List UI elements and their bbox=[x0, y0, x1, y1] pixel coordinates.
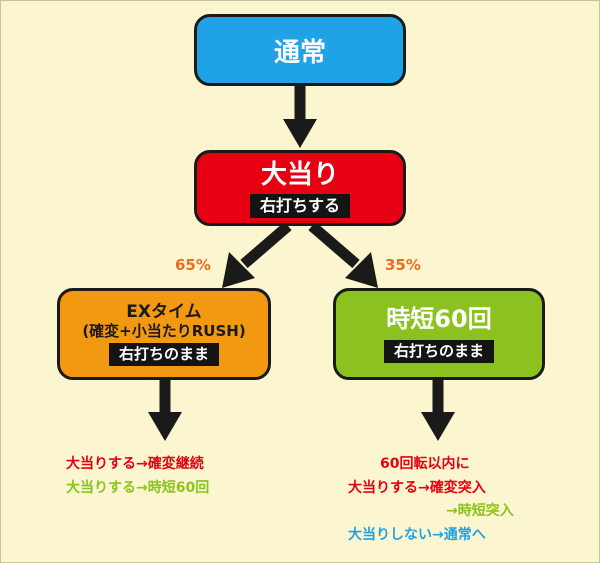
node-jackpot: 大当り 右打ちする bbox=[194, 150, 406, 226]
percent-left: 65% bbox=[175, 256, 211, 274]
node-jitan: 時短60回 右打ちのまま bbox=[333, 288, 545, 380]
ex-outcome-jitan: 大当りする→時短60回 bbox=[66, 480, 210, 496]
node-normal: 通常 bbox=[194, 14, 406, 86]
node-ex-line1: EXタイム bbox=[126, 301, 202, 322]
arrowhead-jitan-outcomes bbox=[421, 412, 455, 441]
node-ex-tag: 右打ちのまま bbox=[108, 343, 219, 367]
arrowhead-normal-to-jackpot bbox=[283, 119, 317, 148]
node-jackpot-tag: 右打ちする bbox=[249, 193, 350, 218]
ex-outcome-continue: 大当りする→確変継続 bbox=[66, 456, 204, 472]
jitan-outcome-jitan: →時短突入 bbox=[446, 503, 514, 519]
jitan-outcome-normal: 大当りしない→通常へ bbox=[348, 527, 486, 543]
arrowhead-jackpot-to-ex bbox=[222, 252, 255, 288]
arrow-jackpot-to-ex bbox=[240, 221, 292, 269]
node-jitan-tag: 右打ちのまま bbox=[383, 339, 494, 363]
node-ex-line2: (確変+小当たりRUSH) bbox=[82, 322, 246, 341]
arrowhead-ex-outcomes bbox=[148, 412, 182, 441]
jitan-outcome-within: 60回転以内に bbox=[380, 456, 470, 472]
node-normal-label: 通常 bbox=[273, 37, 326, 68]
node-jitan-label: 時短60回 bbox=[386, 305, 492, 334]
node-ex-time: EXタイム (確変+小当たりRUSH) 右打ちのまま bbox=[57, 288, 271, 380]
arrow-jackpot-to-jitan bbox=[308, 221, 360, 269]
arrowhead-jitan bbox=[345, 252, 378, 288]
percent-right: 35% bbox=[385, 256, 421, 274]
node-jackpot-label: 大当り bbox=[260, 160, 339, 190]
jitan-outcome-kakuhen: 大当りする→確変突入 bbox=[348, 480, 486, 496]
